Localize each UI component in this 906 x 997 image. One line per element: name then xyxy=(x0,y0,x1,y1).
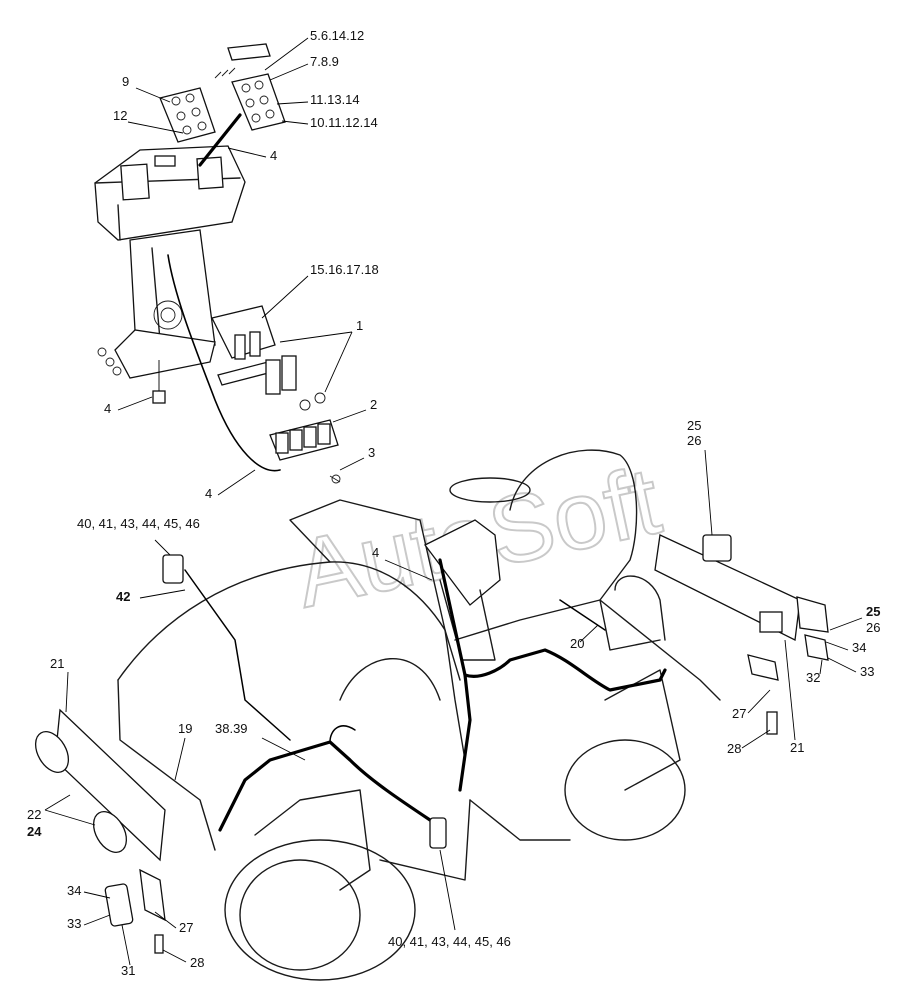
switch-panel-left xyxy=(159,87,216,143)
callout-label: 28 xyxy=(190,955,204,970)
callout-label: 9 xyxy=(122,74,129,89)
callout-label: 4 xyxy=(104,401,111,416)
switch-panel-right xyxy=(198,43,286,167)
callout-label: 15.16.17.18 xyxy=(310,262,379,277)
callout-label: 4 xyxy=(372,545,379,560)
leader-lines xyxy=(44,37,863,966)
callout-label: 5.6.14.12 xyxy=(310,28,364,43)
callout-label: 10.11.12.14 xyxy=(310,115,378,130)
callout-label: 7.8.9 xyxy=(310,54,339,69)
callout-label: 1 xyxy=(356,318,363,333)
control-console xyxy=(94,145,246,404)
callout-label: 38.39 xyxy=(215,721,248,736)
callout-label: 25 xyxy=(866,604,880,619)
callout-label: 4 xyxy=(205,486,212,501)
callout-label: 22 xyxy=(27,807,41,822)
callout-label: 33 xyxy=(67,916,81,931)
callout-label: 26 xyxy=(687,433,701,448)
callout-label: 31 xyxy=(121,963,135,978)
callout-label: 42 xyxy=(116,589,130,604)
callout-label: 2 xyxy=(370,397,377,412)
callout-label: 21 xyxy=(790,740,804,755)
callout-label: 34 xyxy=(852,640,866,655)
callout-labels: 5.6.14.127.8.991211.13.1410.11.12.14415.… xyxy=(27,28,880,978)
callout-label: 32 xyxy=(806,670,820,685)
front-lamp-connector xyxy=(162,554,447,849)
callout-label: 33 xyxy=(860,664,874,679)
callout-label: 34 xyxy=(67,883,81,898)
callout-label: 40, 41, 43, 44, 45, 46 xyxy=(388,934,511,949)
callout-label: 27 xyxy=(732,706,746,721)
callout-label: 27 xyxy=(179,920,193,935)
callout-label: 28 xyxy=(727,741,741,756)
front-light-bar xyxy=(34,708,166,954)
callout-label: 40, 41, 43, 44, 45, 46 xyxy=(77,516,200,531)
callout-label: 26 xyxy=(866,620,880,635)
rear-light-bar xyxy=(654,534,829,735)
callout-label: 20 xyxy=(570,636,584,651)
callout-label: 4 xyxy=(270,148,277,163)
callout-label: 25 xyxy=(687,418,701,433)
callout-label: 24 xyxy=(27,824,42,839)
relay-bracket xyxy=(211,305,326,411)
callout-label: 11.13.14 xyxy=(310,92,360,107)
callout-label: 12 xyxy=(113,108,127,123)
callout-label: 3 xyxy=(368,445,375,460)
fuse-box xyxy=(269,419,341,484)
callout-label: 21 xyxy=(50,656,64,671)
wire-harness xyxy=(184,558,667,832)
callout-label: 19 xyxy=(178,721,192,736)
